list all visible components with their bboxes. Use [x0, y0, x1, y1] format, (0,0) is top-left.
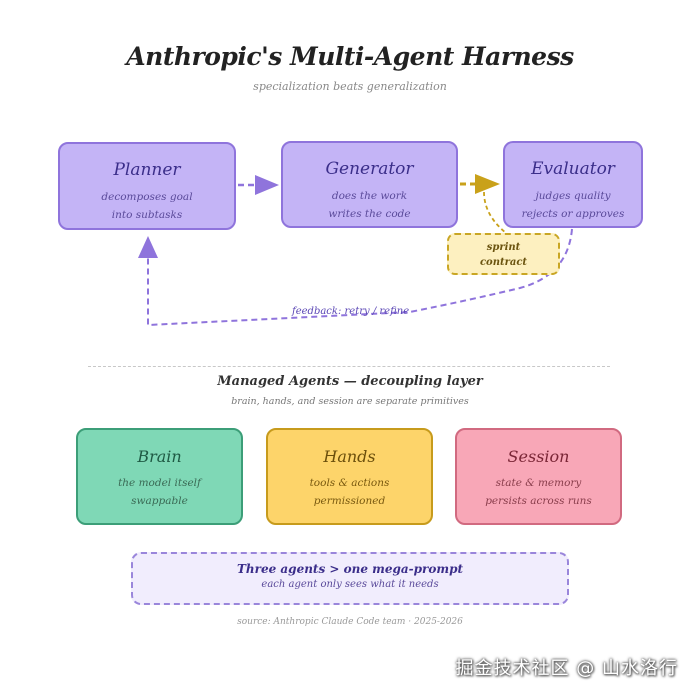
generator-desc-2: writes the code: [328, 208, 411, 220]
brain-desc-2: swappable: [131, 495, 188, 507]
watermark: 掘金技术社区 @ 山水洛行: [455, 658, 678, 679]
evaluator-desc-1: judges quality: [535, 190, 611, 202]
callout-title: Three agents > one mega-prompt: [236, 562, 464, 576]
session-desc-2: persists across runs: [485, 495, 592, 507]
managed-agents-subtitle: brain, hands, and session are separate p…: [231, 396, 469, 407]
generator-name: Generator: [325, 159, 414, 179]
feedback-label: feedback: retry / refine: [292, 306, 410, 317]
planner-desc-1: decomposes goal: [101, 191, 193, 203]
arrow-planner-to-generator: [238, 175, 279, 195]
session-name: Session: [507, 447, 570, 466]
generator-box: Generator does the work writes the code: [281, 141, 458, 228]
session-desc-1: state & memory: [495, 477, 582, 489]
source-credit: source: Anthropic Claude Code team · 202…: [237, 617, 463, 627]
hands-name: Hands: [323, 447, 376, 466]
brain-box: Brain the model itself swappable: [76, 428, 243, 525]
arrow-generator-to-evaluator: [460, 174, 500, 194]
callout-subtitle: each agent only sees what it needs: [261, 579, 439, 590]
contract-line-1: sprint: [486, 242, 521, 253]
section-divider: [88, 366, 610, 367]
summary-callout: Three agents > one mega-prompt each agen…: [131, 552, 569, 605]
brain-desc-1: the model itself: [118, 477, 201, 489]
brain-name: Brain: [137, 447, 182, 466]
hands-box: Hands tools & actions permissioned: [266, 428, 433, 525]
evaluator-desc-2: rejects or approves: [521, 208, 625, 220]
planner-desc-2: into subtasks: [111, 209, 183, 221]
hands-desc-2: permissioned: [313, 495, 386, 507]
contract-line-2: contract: [479, 257, 528, 268]
planner-box: Planner decomposes goal into subtasks: [58, 142, 236, 230]
hands-desc-1: tools & actions: [309, 477, 390, 489]
sprint-contract-note: sprint contract: [447, 233, 560, 275]
evaluator-name: Evaluator: [531, 159, 615, 179]
evaluator-box: Evaluator judges quality rejects or appr…: [503, 141, 643, 228]
diagram-title: Anthropic's Multi-Agent Harness: [126, 42, 574, 71]
managed-agents-title: Managed Agents — decoupling layer: [217, 374, 483, 389]
diagram-subtitle: specialization beats generalization: [253, 80, 447, 93]
generator-desc-1: does the work: [331, 190, 408, 202]
planner-name: Planner: [113, 160, 181, 180]
session-box: Session state & memory persists across r…: [455, 428, 622, 525]
